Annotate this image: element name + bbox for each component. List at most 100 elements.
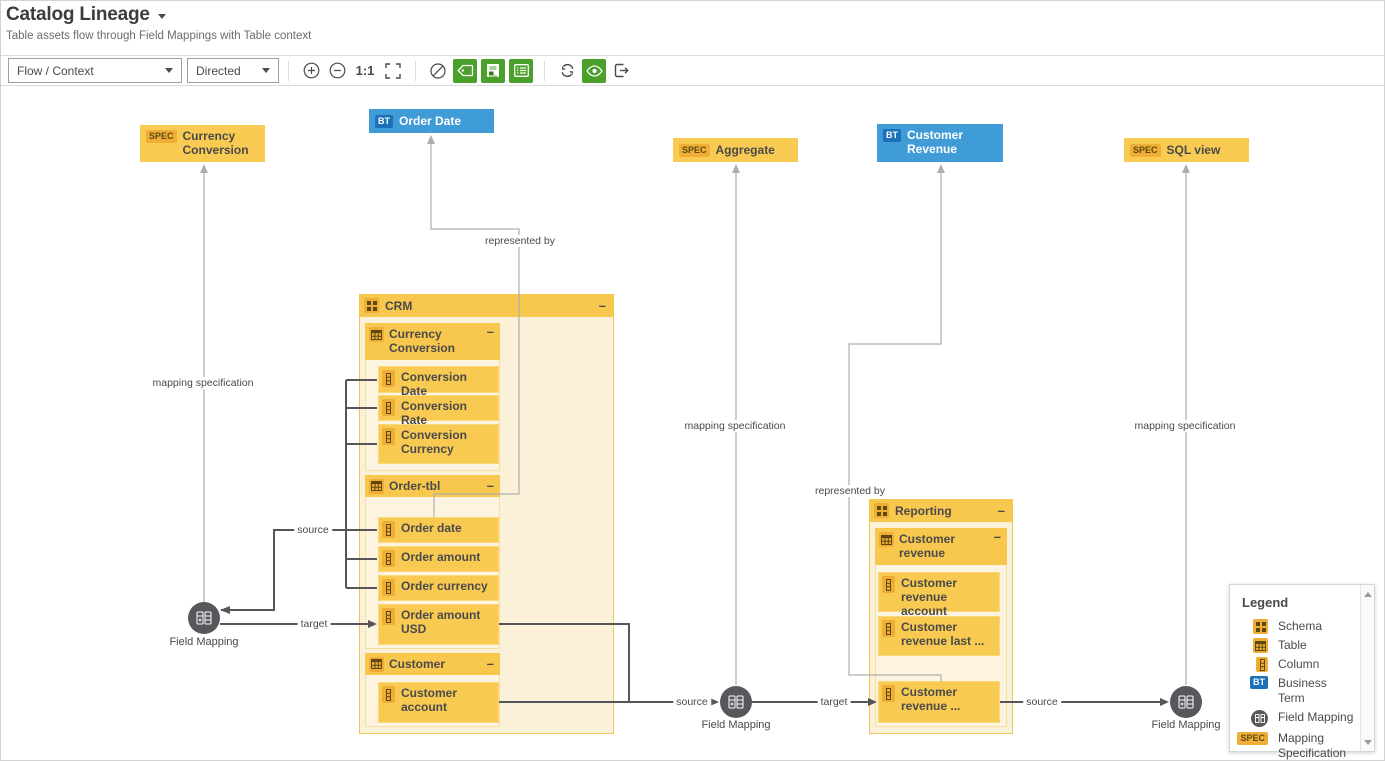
table-label: Customer revenue xyxy=(899,532,956,560)
schema-icon xyxy=(364,298,379,313)
zoom-in-button[interactable] xyxy=(299,59,323,83)
edge-label-target: target xyxy=(817,696,851,708)
edge-label-mapping-specification: mapping specification xyxy=(149,377,257,389)
column-icon xyxy=(882,576,895,593)
show-report-button[interactable] xyxy=(481,58,505,83)
field-mapping-icon xyxy=(196,611,212,625)
legend-label: Field Mapping xyxy=(1278,710,1354,724)
column-icon xyxy=(382,550,395,567)
table-icon xyxy=(369,656,384,672)
lineage-canvas[interactable]: CRM – Currency Conversion – Conversion D… xyxy=(1,86,1384,760)
field-mapping-node-right[interactable] xyxy=(1170,686,1202,718)
page-subtitle: Table assets flow through Field Mappings… xyxy=(6,30,312,42)
column-label: Order amount xyxy=(401,550,481,564)
column-node-conversion-date[interactable]: Conversion Date xyxy=(378,366,499,398)
zoom-out-icon xyxy=(329,62,345,79)
column-node-order-date[interactable]: Order date xyxy=(378,517,499,543)
legend-item-business-term: BT Business Term xyxy=(1230,674,1374,708)
column-node-conversion-currency[interactable]: Conversion Currency xyxy=(378,424,499,464)
collapse-button[interactable]: – xyxy=(598,297,606,313)
table-header-order-tbl[interactable]: Order-tbl – xyxy=(365,475,500,497)
field-mapping-node-middle[interactable] xyxy=(720,686,752,718)
show-labels-button[interactable] xyxy=(453,58,477,83)
collapse-button[interactable]: – xyxy=(486,478,494,493)
column-label: Customer account xyxy=(401,686,458,714)
column-icon xyxy=(382,428,395,445)
column-node-customer-revenue-truncated[interactable]: Customer revenue ... xyxy=(878,681,1000,723)
column-node-customer-revenue-account[interactable]: Customer revenue account xyxy=(878,572,1000,618)
legend-label: Schema xyxy=(1278,619,1323,633)
column-icon xyxy=(882,620,895,637)
business-term-node-order-date[interactable]: BT Order Date xyxy=(369,109,494,133)
collapse-button[interactable]: – xyxy=(997,502,1005,518)
legend-panel: Legend Schema Table Column BT Business T… xyxy=(1229,584,1375,760)
schema-label: Reporting xyxy=(895,503,952,518)
schema-icon xyxy=(874,503,889,518)
table-header-currency-conversion[interactable]: Currency Conversion – xyxy=(365,323,500,360)
column-node-order-amount-usd[interactable]: Order amount USD xyxy=(378,604,499,645)
edge-label-source: source xyxy=(294,524,332,536)
table-icon xyxy=(369,478,384,494)
mapping-spec-node-sql-view[interactable]: SPEC SQL view xyxy=(1124,138,1249,162)
bt-badge: BT xyxy=(1250,676,1268,689)
column-icon xyxy=(382,686,395,703)
schema-icon xyxy=(1253,619,1268,634)
node-label: Aggregate xyxy=(715,143,775,157)
schema-header-reporting[interactable]: Reporting – xyxy=(869,499,1013,522)
legend-item-table: Table xyxy=(1230,636,1374,655)
spec-badge: SPEC xyxy=(146,130,177,143)
title-dropdown-caret-icon[interactable] xyxy=(157,14,166,19)
scroll-up-icon[interactable] xyxy=(1361,587,1374,601)
column-node-customer-account[interactable]: Customer account xyxy=(378,682,499,723)
column-label: Customer revenue account xyxy=(901,576,958,618)
toolbar-divider xyxy=(415,60,416,81)
collapse-button[interactable]: – xyxy=(486,324,494,339)
toolbar-divider xyxy=(544,60,545,81)
mapping-spec-node-aggregate[interactable]: SPEC Aggregate xyxy=(673,138,798,162)
zoom-in-icon xyxy=(303,62,319,79)
list-icon xyxy=(513,64,529,77)
disabled-circle-icon xyxy=(430,62,446,79)
hide-overlays-button[interactable] xyxy=(426,59,450,83)
column-node-conversion-rate[interactable]: Conversion Rate xyxy=(378,395,499,427)
node-label: Currency Conversion xyxy=(182,129,249,157)
column-label: Customer revenue ... xyxy=(901,685,961,713)
direction-select[interactable]: Directed xyxy=(187,58,279,83)
view-mode-select[interactable]: Flow / Context xyxy=(8,58,182,83)
edge-label-represented-by: represented by xyxy=(811,485,889,497)
zoom-reset-button[interactable]: 1:1 xyxy=(351,59,379,83)
zoom-out-button[interactable] xyxy=(325,59,349,83)
collapse-button[interactable]: – xyxy=(993,529,1001,544)
show-list-button[interactable] xyxy=(509,58,533,83)
column-label: Conversion Currency xyxy=(401,428,468,456)
chevron-down-icon xyxy=(165,68,173,73)
field-mapping-node-left[interactable] xyxy=(188,602,220,634)
column-node-customer-revenue-last[interactable]: Customer revenue last ... xyxy=(878,616,1000,656)
edge-label-target: target xyxy=(297,618,331,630)
field-mapping-icon xyxy=(1251,710,1268,727)
business-term-node-customer-revenue[interactable]: BT Customer Revenue xyxy=(877,124,1003,162)
column-label: Order date xyxy=(401,521,462,535)
refresh-button[interactable] xyxy=(555,59,579,83)
column-node-order-amount[interactable]: Order amount xyxy=(378,546,499,572)
page-header: Catalog Lineage Table assets flow throug… xyxy=(1,1,1384,55)
table-icon xyxy=(1253,638,1268,653)
legend-scrollbar[interactable] xyxy=(1360,585,1374,751)
export-button[interactable] xyxy=(609,59,633,83)
table-header-customer[interactable]: Customer – xyxy=(365,653,500,675)
column-node-order-currency[interactable]: Order currency xyxy=(378,575,499,601)
sign-out-icon xyxy=(614,63,629,78)
schema-header-crm[interactable]: CRM – xyxy=(359,294,614,317)
fit-to-screen-button[interactable] xyxy=(381,59,405,83)
table-header-customer-revenue[interactable]: Customer revenue – xyxy=(875,528,1007,565)
mapping-spec-node-currency-conversion[interactable]: SPEC Currency Conversion xyxy=(140,125,265,162)
eye-icon xyxy=(585,64,603,77)
preview-button[interactable] xyxy=(582,58,606,83)
edge-label-source: source xyxy=(1023,696,1061,708)
table-label: Customer xyxy=(389,657,446,671)
edge-label-source: source xyxy=(673,696,711,708)
column-icon xyxy=(382,521,395,538)
collapse-button[interactable]: – xyxy=(486,656,494,671)
column-label: Order currency xyxy=(401,579,488,593)
scroll-down-icon[interactable] xyxy=(1361,735,1374,749)
